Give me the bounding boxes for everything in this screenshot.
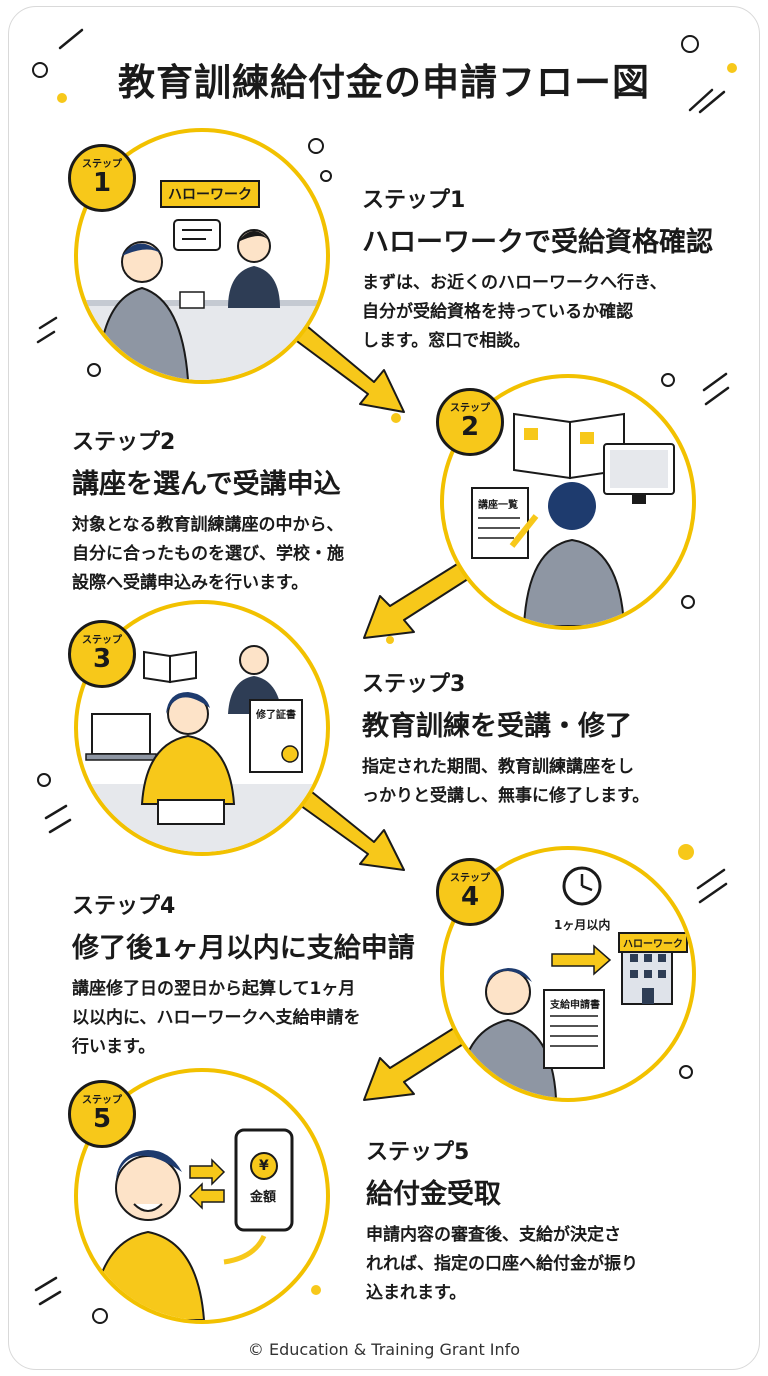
visitor-icon: [96, 241, 190, 380]
pen-icon: [509, 514, 539, 548]
badge-label: ステップ: [450, 873, 490, 884]
step-4-text: ステップ4 修了後1ヶ月以内に支給申請 講座修了日の翌日から起算して1ヶ月 以以…: [72, 888, 432, 1062]
badge-number: 4: [460, 882, 480, 912]
badge-label: ステップ: [82, 635, 122, 646]
step-1-illustration: ハローワーク: [74, 128, 330, 384]
badge-label: ステップ: [450, 403, 490, 414]
page-title: 教育訓練給付金の申請フロー図: [118, 61, 650, 104]
open-book-icon: [513, 412, 625, 480]
badge-number: 5: [92, 1104, 112, 1134]
step-4-label: ステップ4: [72, 894, 176, 919]
step-5-badge: ステップ 5: [68, 1080, 136, 1148]
step-3-badge: ステップ 3: [68, 620, 136, 688]
form-icon: [543, 989, 605, 1069]
step-5-illustration: ¥ 金額: [74, 1068, 330, 1324]
step-2-heading: 講座を選んで受講申込: [72, 469, 341, 500]
step-2-text: ステップ2 講座を選んで受講申込 対象となる教育訓練講座の中から、 自分に合った…: [72, 424, 432, 598]
step-2-description: 対象となる教育訓練講座の中から、 自分に合ったものを選び、学校・施 設際へ受講申…: [72, 515, 344, 593]
badge-number: 2: [460, 412, 480, 442]
book-icon: [143, 650, 197, 684]
decorative-yellow-dots: [57, 63, 737, 1295]
yen-coin-icon: [250, 1152, 278, 1180]
step-4-heading: 修了後1ヶ月以内に支給申請: [72, 933, 415, 964]
badge-label: ステップ: [82, 1095, 122, 1106]
laptop-icon: [85, 713, 157, 761]
step-5-heading: 給付金受取: [366, 1179, 501, 1210]
footer-credit: © Education & Training Grant Info: [247, 1340, 521, 1359]
arrows-icon: [188, 1158, 226, 1210]
badge-label: ステップ: [82, 159, 122, 170]
step-5-description: 申請内容の審査後、支給が決定さ れれば、指定の口座へ給付金が振り 込まれます。: [366, 1225, 638, 1303]
badge-number: 1: [92, 168, 112, 198]
step-1-text: ステップ1 ハローワークで受給資格確認 まずは、お近くのハローワークへ行き、 自…: [362, 182, 752, 356]
step-1-badge: ステップ 1: [68, 144, 136, 212]
step-4-badge: ステップ 4: [436, 858, 504, 926]
monitor-icon: [603, 443, 675, 504]
certificate-label: 修了証書: [256, 710, 296, 721]
course-list-label: 講座一覧: [478, 500, 518, 511]
deadline-label: 1ヶ月以内: [554, 918, 611, 932]
yen-symbol: ¥: [259, 1158, 269, 1174]
amount-label: 金額: [250, 1190, 277, 1205]
step-2-badge: ステップ 2: [436, 388, 504, 456]
step-3-label: ステップ3: [362, 672, 466, 697]
step-3-description: 指定された期間、教育訓練講座をし っかりと受講し、無事に修了します。: [362, 757, 650, 806]
step-2-label: ステップ2: [72, 430, 176, 455]
step-1-description: まずは、お近くのハローワークへ行き、 自分が受給資格を持っているか確認 します。…: [362, 273, 667, 351]
form-label: 支給申請書: [550, 1000, 600, 1011]
speech-bubble-icon: [173, 219, 221, 251]
step-1-heading: ハローワークで受給資格確認: [362, 227, 713, 258]
clock-icon: [562, 866, 602, 906]
decorative-dashes: [34, 28, 730, 1306]
office-sign: ハローワーク: [618, 932, 688, 953]
step-1-label: ステップ1: [362, 188, 466, 213]
counter-staff-icon: [228, 229, 280, 308]
step-5-label: ステップ5: [366, 1140, 470, 1165]
step-4-description: 講座修了日の翌日から起算して1ヶ月 以以内に、ハローワークへ支給申請を 行います…: [72, 979, 361, 1057]
step-3-heading: 教育訓練を受講・修了: [362, 711, 632, 742]
hello-work-sign: ハローワーク: [160, 180, 260, 208]
step-3-text: ステップ3 教育訓練を受講・修了 指定された期間、教育訓練講座をし っかりと受講…: [362, 666, 752, 811]
step-5-text: ステップ5 給付金受取 申請内容の審査後、支給が決定さ れれば、指定の口座へ給付…: [366, 1134, 746, 1308]
step-2-illustration: 講座一覧: [440, 374, 696, 630]
badge-number: 3: [92, 644, 112, 674]
certificate-icon: [249, 699, 303, 773]
step-3-illustration: 修了証書: [74, 600, 330, 856]
